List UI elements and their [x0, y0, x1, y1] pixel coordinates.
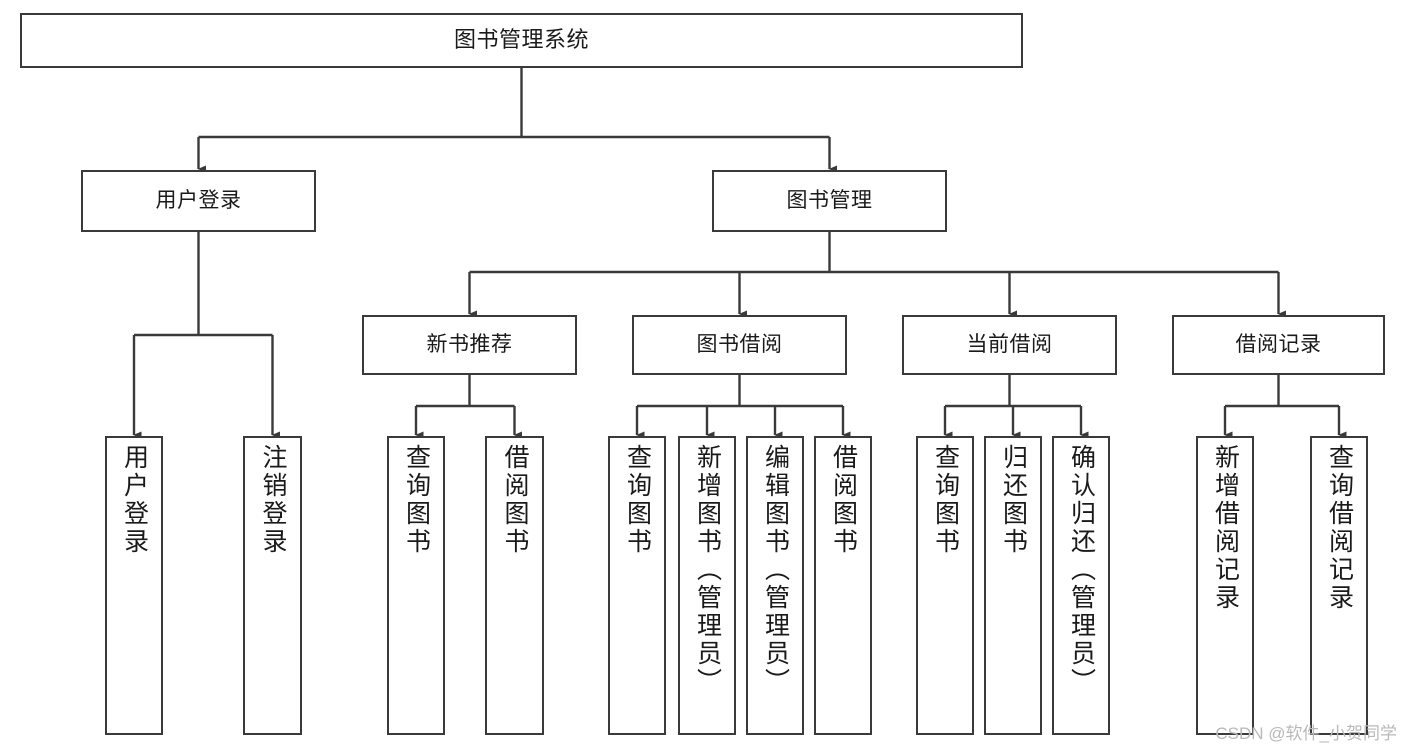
- node-leaf-return-book[interactable]: 归还图书: [984, 436, 1042, 735]
- node-leaf-borrow-book-2[interactable]: 借阅图书: [814, 436, 872, 735]
- node-borrow-record-label: 借阅记录: [1235, 333, 1322, 357]
- node-user-login[interactable]: 用户登录: [81, 170, 316, 232]
- node-user-login-label: 用户登录: [155, 189, 242, 213]
- node-leaf-borrow-book-1[interactable]: 借阅图书: [485, 436, 544, 735]
- node-leaf-query-book-3-label: 查询图书: [931, 444, 960, 556]
- node-root[interactable]: 图书管理系统: [20, 13, 1023, 68]
- node-leaf-query-book-1-label: 查询图书: [402, 444, 431, 556]
- node-root-label: 图书管理系统: [453, 27, 589, 53]
- node-leaf-borrow-book-1-label: 借阅图书: [501, 444, 529, 556]
- node-leaf-add-book-admin-label: 新增图书（管理员）: [693, 444, 722, 696]
- node-new-book-recommend[interactable]: 新书推荐: [362, 315, 577, 375]
- node-book-management[interactable]: 图书管理: [712, 170, 947, 232]
- node-leaf-query-book-2-label: 查询图书: [623, 444, 652, 556]
- node-leaf-edit-book-admin-label: 编辑图书（管理员）: [761, 444, 790, 696]
- node-leaf-return-book-label: 归还图书: [999, 444, 1028, 556]
- node-leaf-add-book-admin[interactable]: 新增图书（管理员）: [678, 436, 736, 735]
- node-leaf-add-borrow-record-label: 新增借阅记录: [1211, 444, 1240, 612]
- node-leaf-query-book-2[interactable]: 查询图书: [608, 436, 666, 735]
- node-leaf-borrow-book-2-label: 借阅图书: [829, 444, 858, 556]
- node-current-borrow-label: 当前借阅: [966, 333, 1053, 357]
- node-current-borrow[interactable]: 当前借阅: [902, 315, 1117, 375]
- node-leaf-edit-book-admin[interactable]: 编辑图书（管理员）: [746, 436, 804, 735]
- node-borrow-record[interactable]: 借阅记录: [1172, 315, 1385, 375]
- node-leaf-add-borrow-record[interactable]: 新增借阅记录: [1196, 436, 1254, 735]
- node-leaf-confirm-return-admin-label: 确认归还（管理员）: [1067, 444, 1096, 696]
- node-book-management-label: 图书管理: [786, 189, 873, 213]
- node-leaf-logout-label: 注销登录: [259, 444, 287, 556]
- node-leaf-query-book-1[interactable]: 查询图书: [387, 436, 445, 735]
- node-new-book-recommend-label: 新书推荐: [426, 333, 513, 357]
- node-leaf-user-login-label: 用户登录: [120, 444, 149, 556]
- node-leaf-user-login[interactable]: 用户登录: [105, 436, 163, 735]
- watermark-text: CSDN @软件_小贺同学: [1215, 724, 1397, 743]
- node-leaf-query-borrow-record[interactable]: 查询借阅记录: [1310, 436, 1368, 735]
- node-leaf-query-borrow-record-label: 查询借阅记录: [1325, 444, 1354, 612]
- node-leaf-query-book-3[interactable]: 查询图书: [916, 436, 974, 735]
- node-book-borrow[interactable]: 图书借阅: [632, 315, 847, 375]
- node-book-borrow-label: 图书借阅: [696, 333, 783, 357]
- edge-group: [132, 68, 1347, 439]
- node-leaf-confirm-return-admin[interactable]: 确认归还（管理员）: [1052, 436, 1110, 735]
- node-leaf-logout[interactable]: 注销登录: [243, 436, 302, 735]
